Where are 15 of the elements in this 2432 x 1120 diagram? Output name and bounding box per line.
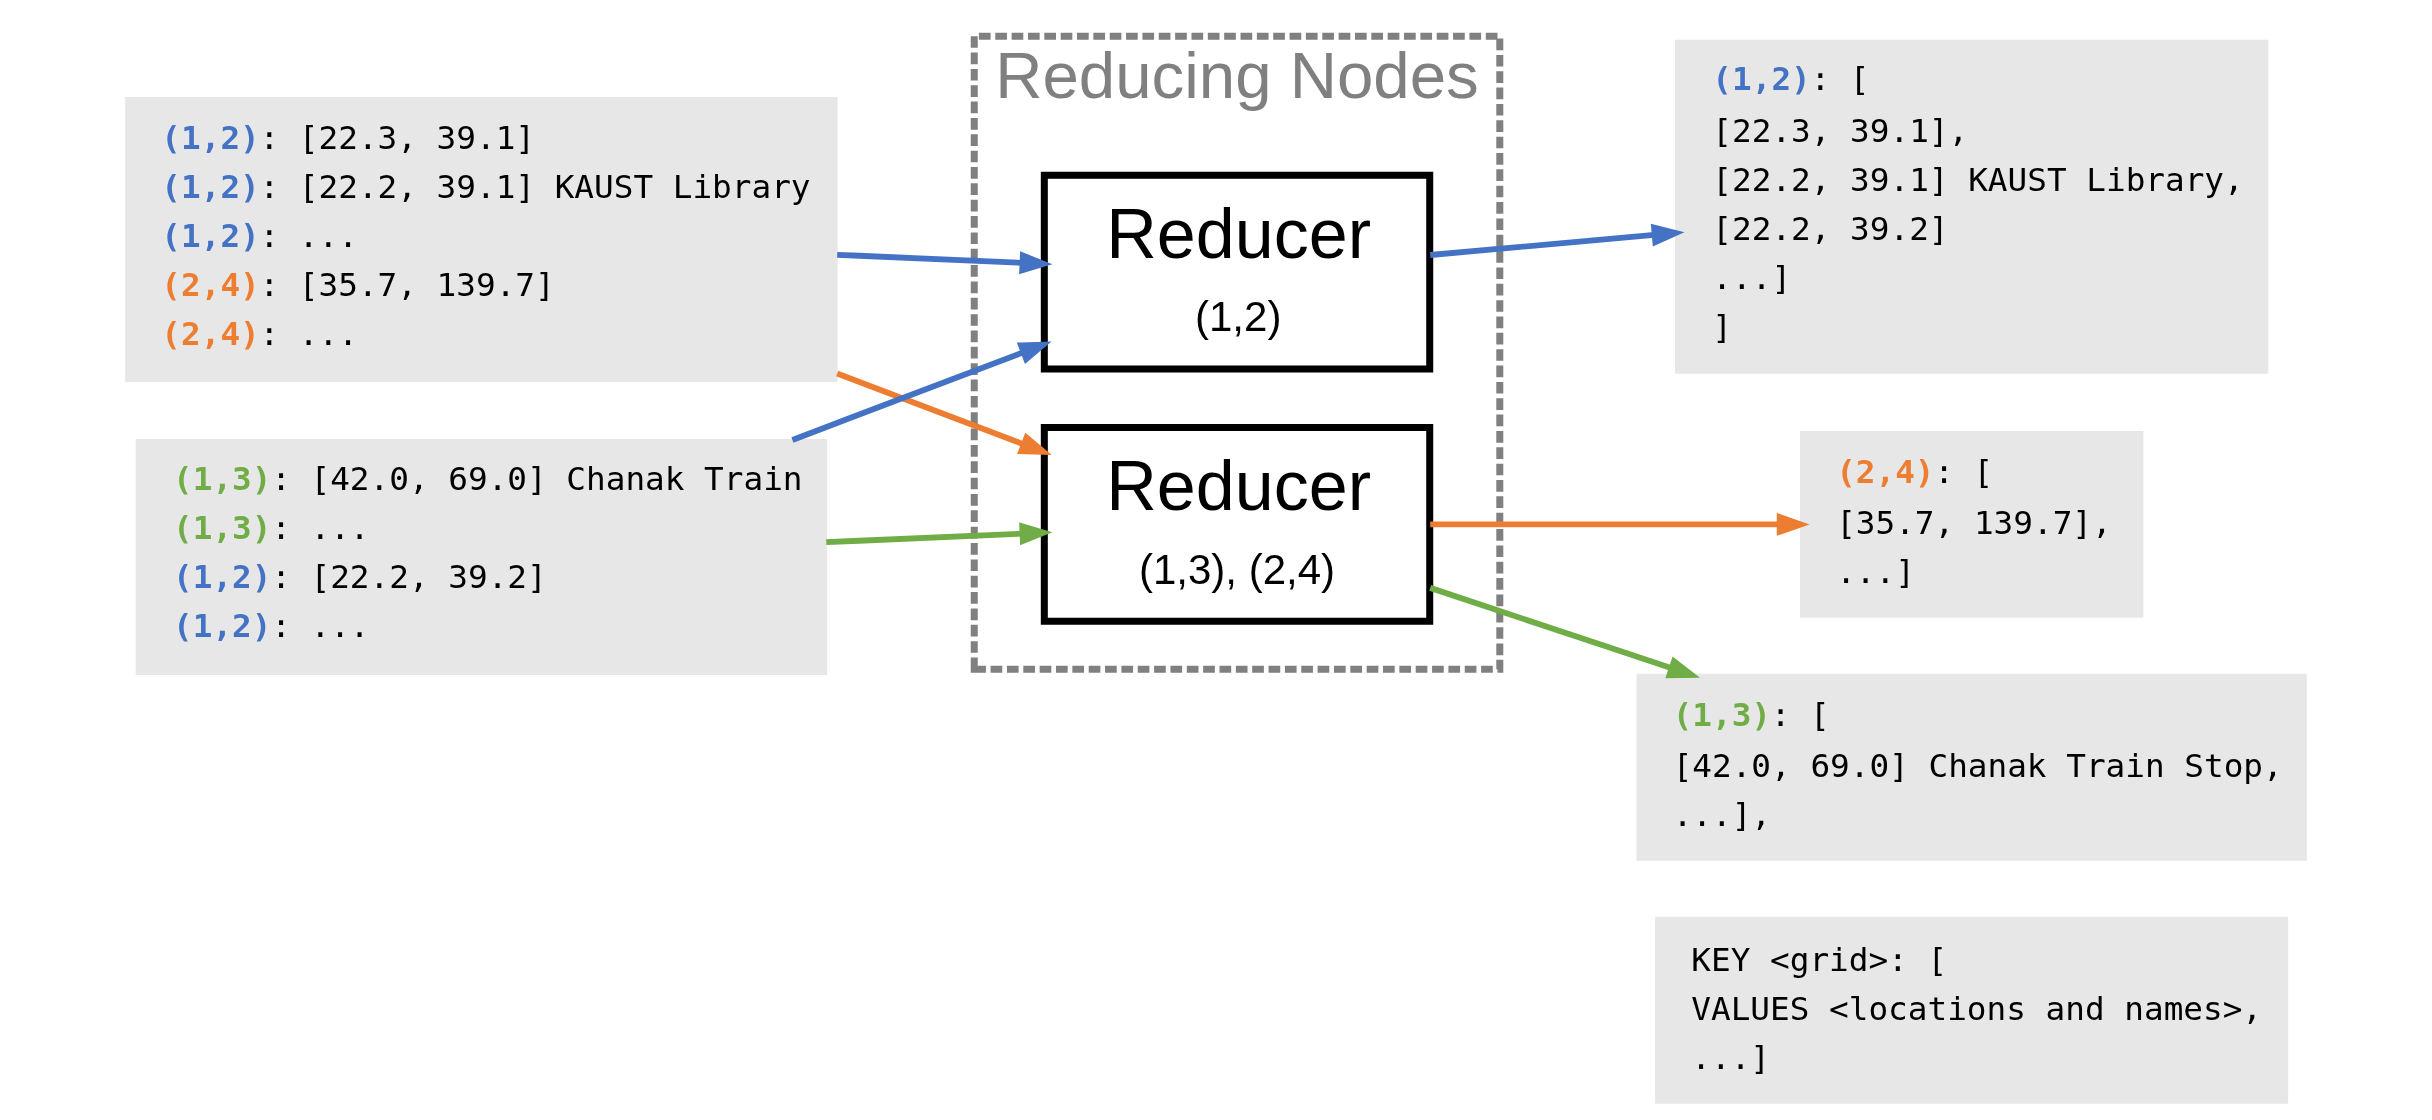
node-box: KEY <grid>: [ VALUES <locations and names>, ...] <box>1655 916 2289 1104</box>
arrow <box>791 341 1052 443</box>
arrow <box>826 522 1053 546</box>
arrow <box>1429 585 1701 679</box>
arrow <box>1429 223 1685 258</box>
node-box: (2,4): [ [35.7, 139.7], ...] <box>1799 430 2144 618</box>
node-box: (1,2): [ [22.3, 39.1], [22.2, 39.1] KAUST Library, [22.2, 39.2] ...] ] <box>1675 39 2269 374</box>
node-box: (1,3): [42.0, 69.0] Chanak Train (1,3): ... (1,2): [22.2, 39.2] (1,2): ... <box>135 439 828 676</box>
arrow <box>836 370 1052 455</box>
arrow <box>1430 512 1810 536</box>
node-box: (1,2): [22.3, 39.1] (1,2): [22.2, 39.1] KAUST Library (1,2): ... (2,4): [35.7, 139.7] (2,4): ... <box>125 96 838 382</box>
arrow <box>837 251 1053 275</box>
node-box: (1,3): [ [42.0, 69.0] Chanak Train Stop, ...], <box>1636 673 2307 861</box>
node-box: Reducer (1,3), (2,4) <box>1040 423 1434 625</box>
node-box: Reducer (1,2) <box>1040 171 1434 373</box>
